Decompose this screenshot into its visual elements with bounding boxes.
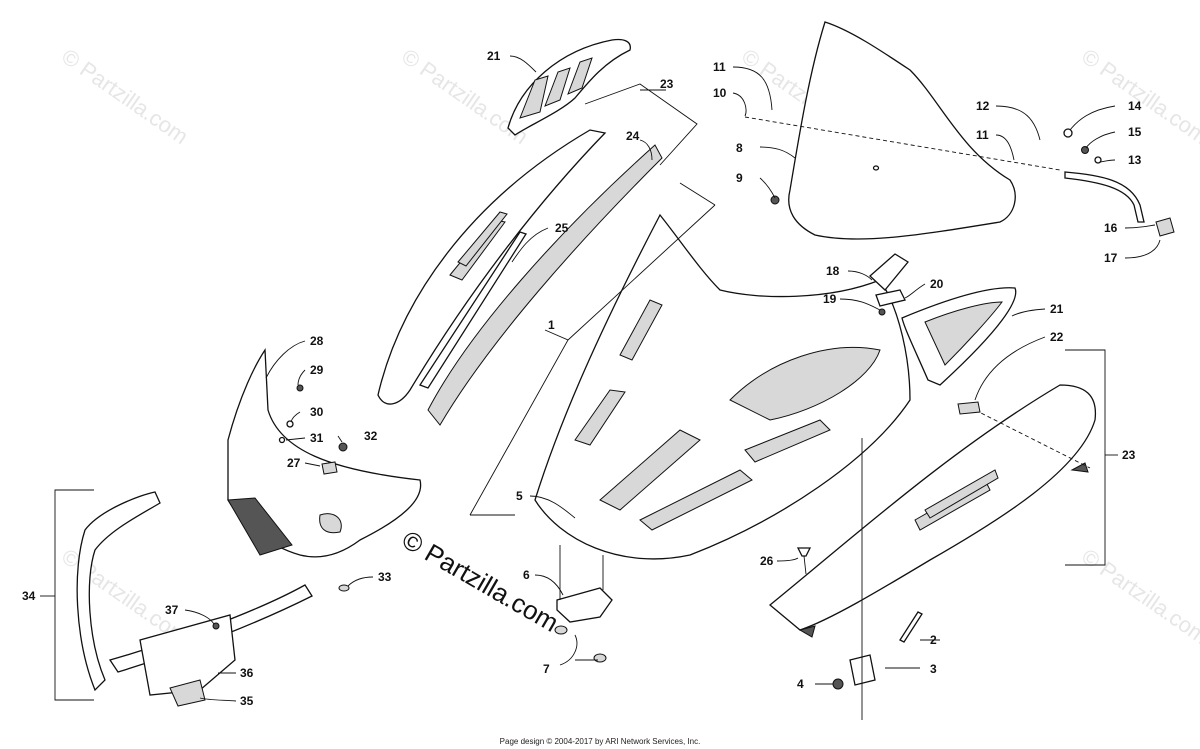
callout-4: 4	[797, 677, 804, 691]
callout-5: 5	[516, 489, 523, 503]
callout-34: 34	[22, 589, 36, 603]
callout-10: 10	[713, 86, 727, 100]
watermark-text: © Partzilla.com	[57, 44, 193, 150]
callout-30: 30	[310, 405, 324, 419]
callout-29: 29	[310, 363, 324, 377]
part-windshield	[788, 21, 1016, 240]
callout-12: 12	[976, 99, 990, 113]
callout-35: 35	[240, 694, 254, 708]
part-clip-22	[957, 401, 981, 415]
callout-labels: 1 2 3 4 5 6 7 8 9 10 11 11 12 13 14 15 1…	[22, 49, 1142, 708]
part-vent-top	[507, 38, 631, 136]
callout-1: 1	[548, 318, 555, 332]
callout-31: 31	[310, 431, 324, 445]
callout-2: 2	[930, 633, 937, 647]
callout-20: 20	[930, 277, 944, 291]
callout-13: 13	[1128, 153, 1142, 167]
part-screw-26	[796, 547, 812, 575]
callout-22: 22	[1050, 330, 1064, 344]
callout-37: 37	[165, 603, 179, 617]
part-grommet	[770, 195, 780, 205]
callout-21: 21	[1050, 302, 1064, 316]
callout-25: 25	[555, 221, 569, 235]
callout-9: 9	[736, 171, 743, 185]
part-bracket-6-7	[554, 587, 613, 663]
callout-21: 21	[487, 49, 501, 63]
callout-11: 11	[976, 128, 989, 142]
leader-lines	[40, 55, 1161, 720]
callout-8: 8	[736, 141, 743, 155]
part-bracket-2-4	[832, 611, 923, 690]
part-side-panel-right	[768, 384, 1097, 638]
part-windshield-hardware	[1063, 128, 1175, 237]
part-nose	[227, 348, 422, 592]
callout-33: 33	[378, 570, 392, 584]
part-side-panel-left	[377, 129, 607, 405]
callout-23: 23	[1122, 448, 1136, 462]
watermark-center: © Partzilla.com	[397, 524, 564, 638]
part-vent-right	[901, 287, 1017, 386]
hardware-line	[974, 409, 1091, 469]
callout-11: 11	[713, 60, 726, 74]
callout-23: 23	[660, 77, 674, 91]
part-hood	[534, 213, 911, 560]
callout-18: 18	[826, 264, 840, 278]
part-trim-strip	[419, 144, 663, 426]
callout-32: 32	[364, 429, 378, 443]
watermark-text: © Partzilla.com	[1077, 544, 1200, 650]
part-bracket-18-20	[869, 253, 909, 316]
part-bumper	[76, 491, 313, 707]
footer-credit: Page design © 2004-2017 by ARI Network S…	[499, 737, 701, 746]
callout-28: 28	[310, 334, 324, 348]
callout-15: 15	[1128, 125, 1142, 139]
callout-3: 3	[930, 662, 937, 676]
hardware-line	[744, 116, 1061, 171]
callout-24: 24	[626, 129, 640, 143]
callout-7: 7	[543, 662, 550, 676]
callout-17: 17	[1104, 251, 1118, 265]
callout-16: 16	[1104, 221, 1118, 235]
callout-36: 36	[240, 666, 254, 680]
callout-6: 6	[523, 568, 530, 582]
callout-14: 14	[1128, 99, 1142, 113]
callout-26: 26	[760, 554, 774, 568]
callout-19: 19	[823, 292, 837, 306]
callout-27: 27	[287, 456, 301, 470]
